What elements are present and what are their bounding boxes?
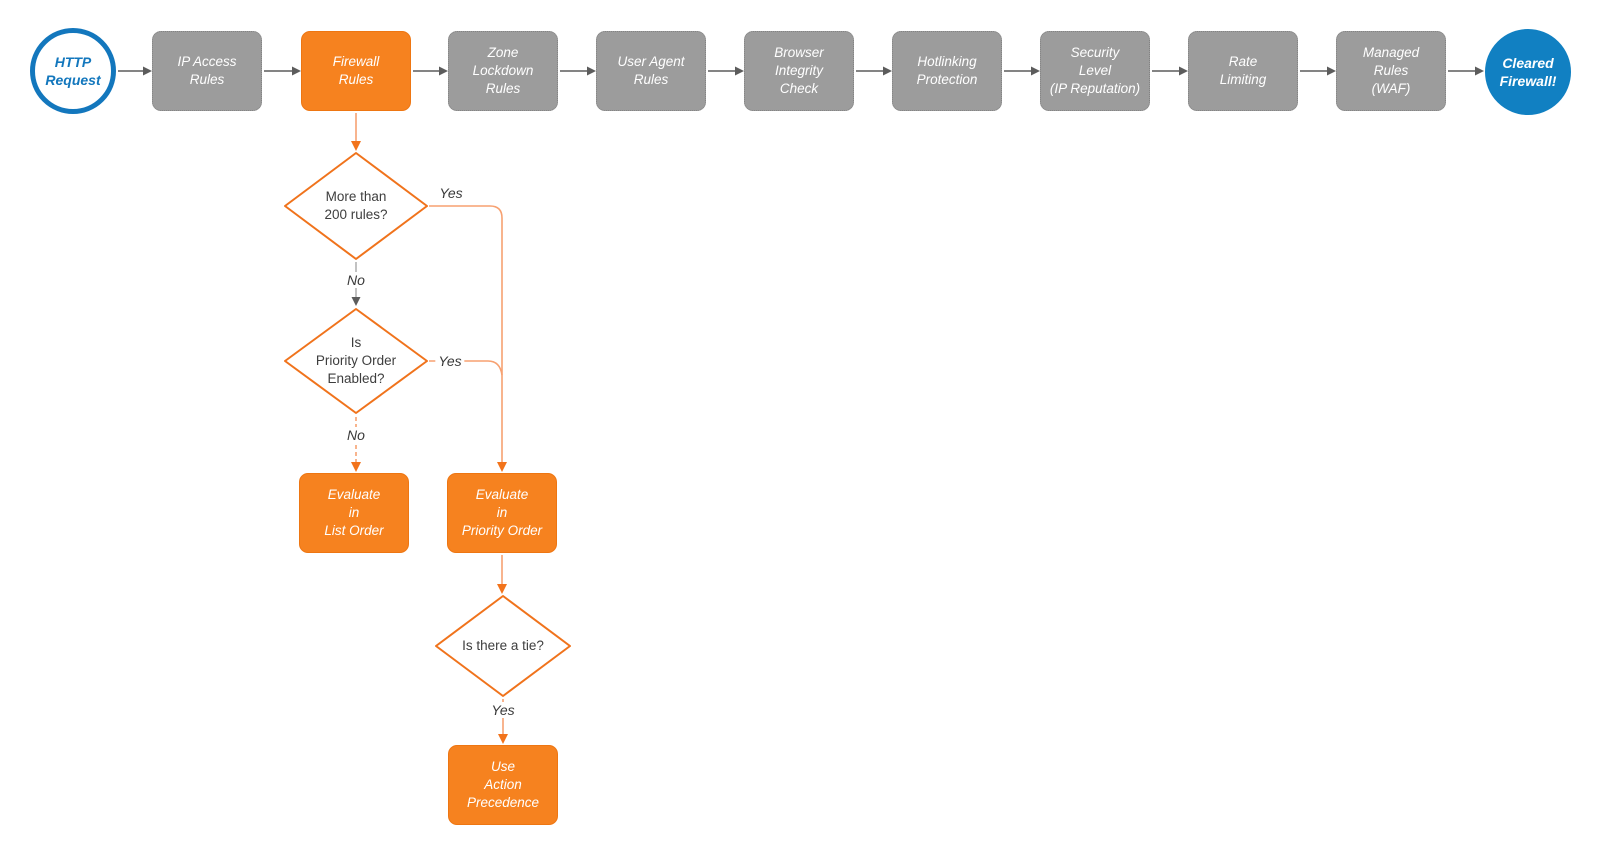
process-node-label: Managed Rules (WAF) bbox=[1362, 45, 1420, 96]
process-node-label: Firewall Rules bbox=[332, 54, 380, 87]
start-node-label: HTTP Request bbox=[45, 53, 101, 88]
process-node-label: Rate Limiting bbox=[1219, 54, 1267, 87]
process-node-label: Hotlinking Protection bbox=[916, 54, 978, 87]
process-node-hotlinking-protection: Hotlinking Protection bbox=[892, 31, 1002, 111]
edge-label-yes-decision3: Yes bbox=[488, 702, 518, 718]
diamond-shape bbox=[284, 308, 428, 414]
process-node-label: Security Level (IP Reputation) bbox=[1049, 45, 1141, 96]
action-evaluate-priority-order: Evaluate in Priority Order bbox=[447, 473, 557, 553]
action-label: Evaluate in Priority Order bbox=[461, 487, 543, 538]
decision-priority-order-enabled: Is Priority Order Enabled? bbox=[282, 306, 430, 416]
diamond-shape bbox=[284, 152, 428, 260]
process-node-user-agent-rules: User Agent Rules bbox=[596, 31, 706, 111]
end-node-cleared-firewall: Cleared Firewall! bbox=[1485, 29, 1571, 115]
process-node-security-level: Security Level (IP Reputation) bbox=[1040, 31, 1150, 111]
process-node-label: Browser Integrity Check bbox=[774, 45, 824, 96]
edge-label-no-decision2: No bbox=[344, 427, 368, 443]
process-node-ip-access-rules: IP Access Rules bbox=[152, 31, 262, 111]
decision-label: Is there a tie? bbox=[462, 637, 544, 653]
edge-label-yes-decision2: Yes bbox=[435, 353, 465, 369]
process-node-browser-integrity-check: Browser Integrity Check bbox=[744, 31, 854, 111]
process-node-label: User Agent Rules bbox=[617, 54, 685, 87]
action-use-action-precedence: Use Action Precedence bbox=[448, 745, 558, 825]
end-node-label: Cleared Firewall! bbox=[1499, 54, 1557, 89]
process-node-firewall-rules: Firewall Rules bbox=[301, 31, 411, 111]
decision-more-than-200-rules: More than 200 rules? bbox=[282, 150, 430, 262]
diamond-shape bbox=[435, 595, 571, 697]
start-node-http-request: HTTP Request bbox=[30, 28, 116, 114]
action-label: Evaluate in List Order bbox=[324, 487, 384, 538]
decision-label: More than 200 rules? bbox=[324, 188, 388, 222]
arrow-decision2-yes-join bbox=[429, 360, 503, 376]
decision-is-there-a-tie: Is there a tie? bbox=[433, 593, 573, 699]
process-node-rate-limiting: Rate Limiting bbox=[1188, 31, 1298, 111]
action-evaluate-list-order: Evaluate in List Order bbox=[299, 473, 409, 553]
process-node-label: IP Access Rules bbox=[177, 54, 237, 87]
edge-label-yes-decision1: Yes bbox=[436, 185, 466, 201]
process-node-zone-lockdown-rules: Zone Lockdown Rules bbox=[448, 31, 558, 111]
action-label: Use Action Precedence bbox=[466, 759, 540, 810]
arrow-decision1-yes-to-priority-order bbox=[429, 205, 507, 472]
process-node-managed-rules-waf: Managed Rules (WAF) bbox=[1336, 31, 1446, 111]
process-node-label: Zone Lockdown Rules bbox=[472, 45, 534, 96]
decision-label: Is Priority Order Enabled? bbox=[315, 334, 397, 387]
edge-label-no-decision1: No bbox=[344, 272, 368, 288]
